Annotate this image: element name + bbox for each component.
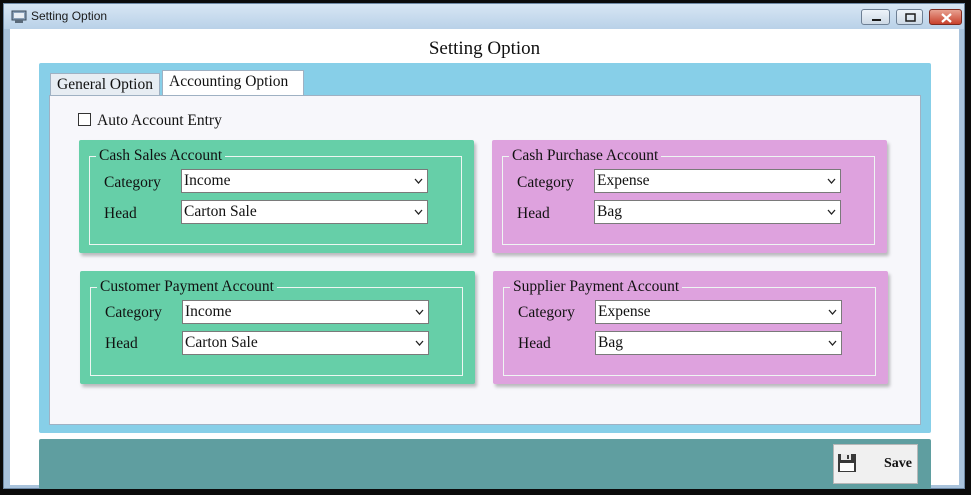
settings-window: Setting Option Setting Option General Op… <box>3 3 965 489</box>
head-label: Head <box>518 335 551 352</box>
chevron-down-icon <box>828 309 837 315</box>
selected-value: Bag <box>597 203 622 220</box>
floppy-disk-icon <box>838 454 856 472</box>
cash-sales-group: Cash Sales Account Category Income Head … <box>89 147 462 245</box>
auto-account-entry-row[interactable]: Auto Account Entry <box>78 112 222 130</box>
head-label: Head <box>105 335 138 352</box>
auto-account-entry-checkbox[interactable] <box>78 113 91 126</box>
category-select[interactable]: Income <box>182 300 429 324</box>
minimize-button[interactable] <box>861 9 890 25</box>
accounting-tab-content: Auto Account Entry Cash Sales Account Ca… <box>49 95 921 425</box>
head-select[interactable]: Carton Sale <box>181 200 428 224</box>
customer-payment-group: Customer Payment Account Category Income… <box>90 278 463 376</box>
footer-bar: Save <box>39 439 931 489</box>
category-select[interactable]: Expense <box>594 169 841 193</box>
head-label: Head <box>104 205 137 222</box>
category-select[interactable]: Expense <box>595 300 842 324</box>
cash-sales-card: Cash Sales Account Category Income Head … <box>79 140 474 253</box>
close-button[interactable] <box>929 9 962 25</box>
group-title: Supplier Payment Account <box>510 278 683 296</box>
tab-general-option[interactable]: General Option <box>50 73 160 95</box>
tab-panel: General Option Accounting Option Auto Ac… <box>39 63 931 433</box>
chevron-down-icon <box>828 340 837 346</box>
category-label: Category <box>518 304 575 321</box>
head-label: Head <box>517 205 550 222</box>
page-title: Setting Option <box>428 38 541 59</box>
selected-value: Income <box>185 303 232 320</box>
category-label: Category <box>517 174 574 191</box>
category-label: Category <box>105 304 162 321</box>
maximize-button[interactable] <box>896 9 923 25</box>
save-button-label: Save <box>884 456 912 471</box>
cash-purchase-card: Cash Purchase Account Category Expense H… <box>492 140 887 253</box>
chevron-down-icon <box>827 178 836 184</box>
group-title: Customer Payment Account <box>97 278 277 296</box>
tab-accounting-option[interactable]: Accounting Option <box>162 70 304 96</box>
maximize-icon <box>905 13 916 22</box>
chevron-down-icon <box>827 209 836 215</box>
selected-value: Income <box>184 172 231 189</box>
category-select[interactable]: Income <box>181 169 428 193</box>
selected-value: Expense <box>598 303 651 320</box>
supplier-payment-card: Supplier Payment Account Category Expens… <box>493 271 888 384</box>
client-area: Setting Option General Option Accounting… <box>10 29 959 489</box>
group-title: Cash Purchase Account <box>509 147 662 165</box>
minimize-icon <box>872 19 881 21</box>
cash-purchase-group: Cash Purchase Account Category Expense H… <box>502 147 875 245</box>
group-title: Cash Sales Account <box>96 147 226 165</box>
supplier-payment-group: Supplier Payment Account Category Expens… <box>503 278 876 376</box>
save-button[interactable]: Save <box>833 444 918 484</box>
title-bar: Setting Option <box>4 4 964 29</box>
head-select[interactable]: Bag <box>594 200 841 224</box>
auto-account-entry-label: Auto Account Entry <box>97 112 222 129</box>
window-title: Setting Option <box>31 9 108 23</box>
close-icon <box>941 13 952 23</box>
head-select[interactable]: Bag <box>595 331 842 355</box>
chevron-down-icon <box>414 209 423 215</box>
chevron-down-icon <box>415 309 424 315</box>
selected-value: Bag <box>598 334 623 351</box>
chevron-down-icon <box>414 178 423 184</box>
head-select[interactable]: Carton Sale <box>182 331 429 355</box>
app-icon <box>11 10 27 23</box>
selected-value: Carton Sale <box>184 203 257 220</box>
selected-value: Carton Sale <box>185 334 258 351</box>
selected-value: Expense <box>597 172 650 189</box>
category-label: Category <box>104 174 161 191</box>
chevron-down-icon <box>415 340 424 346</box>
customer-payment-card: Customer Payment Account Category Income… <box>80 271 475 384</box>
